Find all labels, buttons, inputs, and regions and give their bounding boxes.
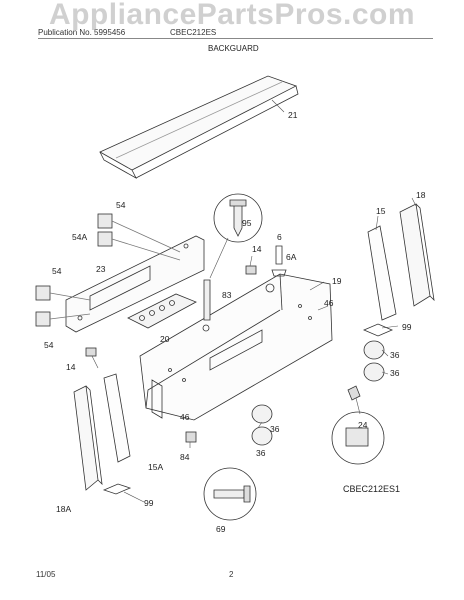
callout-24: 24 <box>358 420 368 430</box>
callout-15A: 15A <box>148 462 163 472</box>
callout-99-bottom: 99 <box>144 498 154 508</box>
callout-labels: 21 54 54A 95 18 15 14 6 6A 19 23 54 54 8… <box>44 110 426 534</box>
callout-23: 23 <box>96 264 106 274</box>
detail-circle-95 <box>213 193 263 243</box>
top-trim-21 <box>99 75 299 179</box>
callout-20: 20 <box>160 334 170 344</box>
publication-number: Publication No. 5995456 <box>38 28 126 37</box>
diagram-code: CBEC212ES1 <box>343 484 401 494</box>
detail-circle-69 <box>203 467 257 521</box>
header-divider <box>38 38 433 39</box>
callout-14-bottom: 14 <box>66 362 76 372</box>
callout-69: 69 <box>216 524 226 534</box>
section-title: BACKGUARD <box>208 44 259 53</box>
watermark: AppliancePartsPros.com <box>48 0 416 31</box>
callout-95: 95 <box>242 218 252 228</box>
model-number: CBEC212ES <box>170 28 217 37</box>
callout-36-c: 36 <box>270 424 280 434</box>
small-parts <box>85 245 287 443</box>
page-number: 2 <box>229 570 234 579</box>
callout-36-a: 36 <box>390 350 400 360</box>
callout-18: 18 <box>416 190 426 200</box>
left-bracket-15A <box>102 373 132 495</box>
callout-6A: 6A <box>286 252 297 262</box>
callout-19: 19 <box>332 276 342 286</box>
callout-21: 21 <box>288 110 298 120</box>
callout-46-right: 46 <box>324 298 334 308</box>
callout-54-left: 54 <box>52 266 62 276</box>
relay-blocks-54 <box>35 213 181 327</box>
callout-54A: 54A <box>72 232 87 242</box>
right-endcap-18 <box>399 203 435 307</box>
side-bracket-23 <box>65 235 205 333</box>
callout-54-top: 54 <box>116 200 126 210</box>
callout-54-bottom: 54 <box>44 340 54 350</box>
callout-6: 6 <box>277 232 282 242</box>
callout-15: 15 <box>376 206 386 216</box>
left-endcap-18A <box>73 385 103 491</box>
knobs-36 <box>251 340 385 446</box>
callout-99-right: 99 <box>402 322 412 332</box>
callout-18A: 18A <box>56 504 71 514</box>
leader-lines <box>91 99 417 503</box>
right-bracket-15 <box>362 225 397 337</box>
callout-36-d: 36 <box>256 448 266 458</box>
backguard-panel-19 <box>139 273 333 421</box>
detail-circle-24 <box>331 411 385 465</box>
callout-84: 84 <box>180 452 190 462</box>
control-board-20 <box>127 293 197 329</box>
callout-83: 83 <box>222 290 232 300</box>
callout-36-b: 36 <box>390 368 400 378</box>
footer-date: 11/05 <box>36 570 56 579</box>
callout-46-left: 46 <box>180 412 190 422</box>
callout-14-top: 14 <box>252 244 262 254</box>
